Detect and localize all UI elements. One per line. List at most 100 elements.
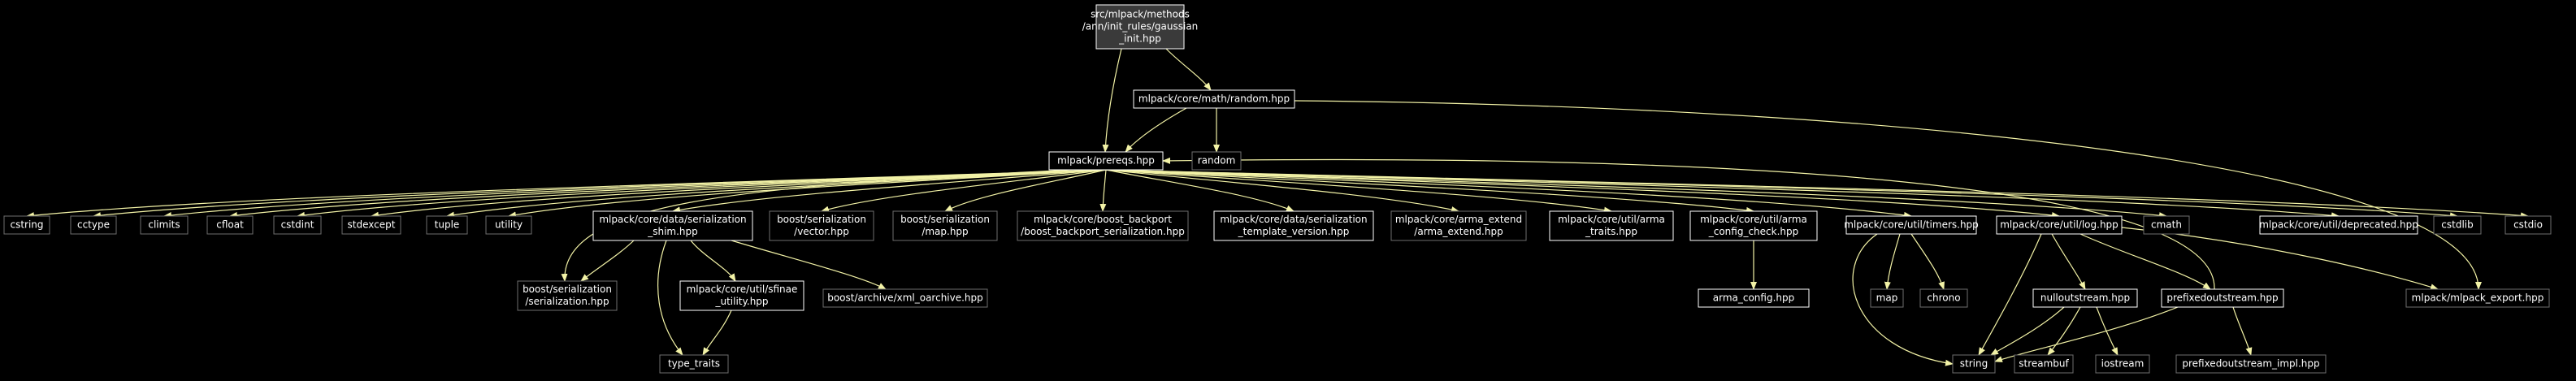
node-label: mlpack/core/util/arma (1558, 214, 1665, 225)
node-xmlarch[interactable]: boost/archive/xml_oarchive.hpp (822, 288, 988, 308)
node-nullout[interactable]: nulloutstream.hpp (2032, 288, 2138, 308)
node-box (1996, 215, 2123, 235)
node-cmath[interactable]: cmath (2143, 215, 2190, 235)
edge-timers-to-chrono (1910, 233, 1945, 290)
node-cstdlib[interactable]: cstdlib (2433, 215, 2482, 235)
node-label: mlpack/core/data/serialization (599, 214, 746, 225)
node-box (2032, 288, 2138, 308)
node-box (2259, 215, 2418, 235)
node-label: boost/serialization (523, 284, 612, 295)
edge-timers-to-map (1884, 233, 1901, 290)
node-box (2095, 354, 2150, 374)
node-box (2433, 215, 2482, 235)
node-shim[interactable]: mlpack/core/data/serialization_shim.hpp (592, 210, 753, 241)
node-box (1213, 210, 1374, 241)
node-bserial[interactable]: boost/serialization/serialization.hpp (517, 280, 618, 311)
node-label: /serialization.hpp (525, 296, 609, 307)
node-box (1048, 151, 1164, 171)
node-label: mlpack/mlpack_export.hpp (2412, 292, 2544, 304)
edge-prereqs-to-cmath (1105, 169, 2167, 219)
node-label: /boost_backport_serialization.hpp (1021, 226, 1185, 237)
node-box (659, 354, 729, 374)
edge-prereqs-to-timers (1105, 169, 1912, 219)
node-prereqs[interactable]: mlpack/prereqs.hpp (1048, 151, 1164, 171)
node-box (1095, 4, 1185, 50)
edge-shim-to-xmlarch (731, 240, 887, 290)
node-log[interactable]: mlpack/core/util/log.hpp (1996, 215, 2123, 235)
node-label: tuple (435, 219, 460, 231)
edge-prefixout-to-prereqs (1162, 157, 2215, 290)
node-box (1845, 215, 1977, 235)
node-label: mlpack/core/boost_backport (1034, 214, 1172, 225)
node-label: _template_version.hpp (1238, 226, 1350, 237)
node-label: mlpack/core/data/serialization (1220, 214, 1367, 225)
edge-prereqs-to-armaext (1105, 169, 1459, 213)
edge-prereqs-to-armatraits (1105, 169, 1612, 214)
node-prefiximpl[interactable]: prefixedoutstream_impl.hpp (2175, 354, 2327, 374)
node-label: cctype (77, 219, 110, 231)
node-box (2143, 215, 2190, 235)
node-cctype[interactable]: cctype (70, 215, 117, 235)
node-cfloat[interactable]: cfloat (206, 215, 254, 235)
nodes-layer: src/mlpack/methods/ann/init_rules/gaussi… (3, 4, 2552, 374)
node-chrono[interactable]: chrono (1919, 288, 1968, 308)
node-label: arma_config.hpp (1713, 292, 1795, 304)
node-box (1133, 89, 1295, 109)
node-map[interactable]: map (1870, 288, 1904, 308)
node-box (140, 215, 189, 235)
node-cstring[interactable]: cstring (3, 215, 50, 235)
node-armaext[interactable]: mlpack/core/arma_extend/arma_extend.hpp (1390, 210, 1527, 241)
node-random[interactable]: random (1191, 151, 1242, 171)
node-armatraits[interactable]: mlpack/core/util/arma_traits.hpp (1549, 210, 1674, 241)
node-bmap[interactable]: boost/serialization/map.hpp (892, 210, 998, 241)
node-label: nulloutstream.hpp (2040, 292, 2130, 304)
node-label: boost/serialization (900, 214, 990, 225)
node-armacfg[interactable]: mlpack/core/util/arma_config_check.hpp (1689, 210, 1818, 241)
node-cstdint[interactable]: cstdint (273, 215, 322, 235)
edge-prefixout-to-string (1994, 306, 2179, 362)
node-cstdio[interactable]: cstdio (2504, 215, 2552, 235)
node-prefixout[interactable]: prefixedoutstream.hpp (2161, 288, 2284, 308)
node-label: cstdio (2513, 219, 2543, 231)
node-timers[interactable]: mlpack/core/util/timers.hpp (1844, 215, 1979, 235)
edge-prereqs-to-stdexcept (371, 169, 1107, 219)
node-random_hpp[interactable]: mlpack/core/math/random.hpp (1133, 89, 1295, 109)
node-bbackport[interactable]: mlpack/core/boost_backport/boost_backpor… (1017, 210, 1189, 241)
edge-prereqs-to-utility (508, 169, 1107, 219)
node-streambuf[interactable]: streambuf (2014, 354, 2074, 374)
node-tmplver[interactable]: mlpack/core/data/serialization_template_… (1213, 210, 1374, 241)
edge-nullout-to-string (1990, 306, 2065, 356)
edge-shim-to-typetraits (657, 240, 683, 356)
node-label: mlpack/core/util/deprecated.hpp (2259, 219, 2418, 231)
edge-shim-to-sfinae (690, 240, 736, 282)
node-bvector[interactable]: boost/serialization/vector.hpp (769, 210, 874, 241)
node-climits[interactable]: climits (140, 215, 189, 235)
node-tuple[interactable]: tuple (426, 215, 468, 235)
node-box (1689, 210, 1818, 241)
edge-prereqs-to-bserial (561, 169, 1073, 282)
edge-prereqs-to-bvector (821, 169, 1107, 213)
node-mlexport[interactable]: mlpack/mlpack_export.hpp (2405, 288, 2550, 308)
node-string[interactable]: string (1952, 354, 1996, 374)
node-stdexcept[interactable]: stdexcept (341, 215, 401, 235)
node-label: /map.hpp (922, 226, 968, 237)
node-box (2014, 354, 2074, 374)
edge-sfinae-to-typetraits (702, 310, 732, 356)
node-box (2504, 215, 2552, 235)
node-armaconfig[interactable]: arma_config.hpp (1698, 288, 1810, 308)
node-label: _utility.hpp (714, 296, 768, 307)
node-iostream[interactable]: iostream (2095, 354, 2150, 374)
node-utility[interactable]: utility (485, 215, 532, 235)
node-sfinae[interactable]: mlpack/core/util/sfinae_utility.hpp (679, 280, 804, 311)
node-label: type_traits (668, 358, 720, 370)
node-label: cfloat (216, 219, 244, 231)
node-deprecated[interactable]: mlpack/core/util/deprecated.hpp (2259, 215, 2418, 235)
node-label: streambuf (2019, 358, 2069, 370)
node-typetraits[interactable]: type_traits (659, 354, 729, 374)
node-label: _traits.hpp (1585, 226, 1637, 237)
node-root[interactable]: src/mlpack/methods/ann/init_rules/gaussi… (1082, 4, 1199, 50)
edge-random_hpp-to-mlexport (1294, 100, 2482, 290)
edge-log-to-prefixout (2079, 233, 2211, 290)
node-label: iostream (2101, 358, 2144, 370)
